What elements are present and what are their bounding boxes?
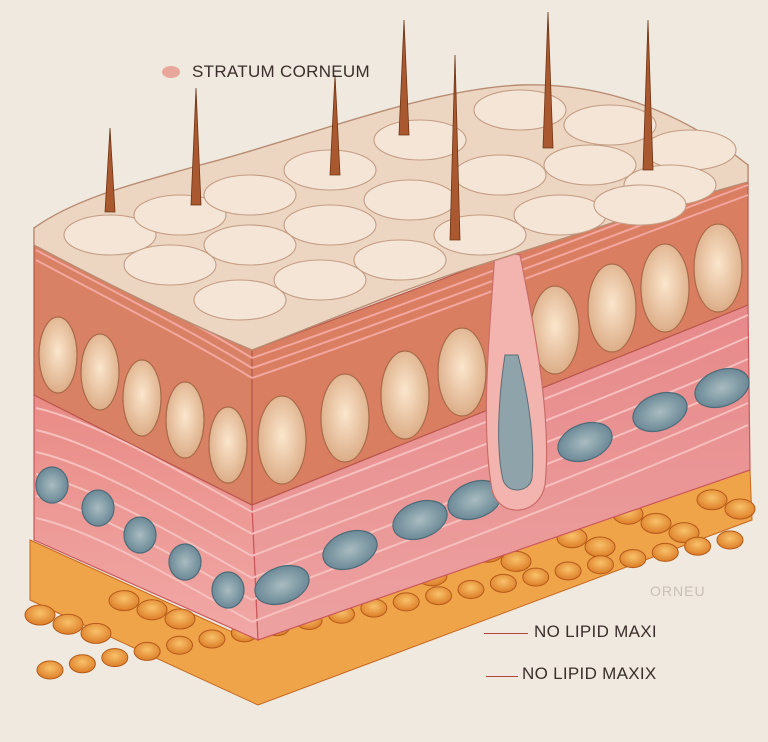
fiber-line <box>251 424 749 623</box>
corneocyte-scale <box>513 194 607 236</box>
hair-shaft <box>398 19 410 136</box>
fiber-line <box>35 451 253 557</box>
hair-shaft <box>449 54 461 241</box>
hair-shaft <box>104 127 116 213</box>
hair-shafts <box>104 11 654 241</box>
fat-cell <box>52 613 84 635</box>
corneocyte-scale <box>123 244 217 286</box>
fat-cell <box>164 608 196 630</box>
fat-cell <box>522 567 550 587</box>
fat-cell <box>584 536 616 558</box>
epidermal-cell <box>320 373 370 463</box>
fat-cell <box>68 654 96 674</box>
fat-cell <box>136 599 168 621</box>
vessel <box>211 571 245 609</box>
epidermal-cell <box>38 316 78 394</box>
corneocyte-scale <box>133 194 227 236</box>
fat-cell <box>133 641 161 661</box>
corneocyte-scale <box>543 144 637 186</box>
epidermal-cell <box>380 350 430 440</box>
fiber-line <box>35 259 253 379</box>
hair-shaft <box>329 74 341 176</box>
fat-cell <box>668 522 700 544</box>
corneocyte-scale <box>373 119 467 161</box>
label-marker-dot <box>162 66 180 78</box>
fat-cell <box>586 555 614 575</box>
vessel <box>694 367 750 409</box>
vessel <box>123 516 157 554</box>
fat-cell <box>36 660 64 680</box>
vessel <box>81 489 115 527</box>
corneocyte-scale <box>473 89 567 131</box>
corneocyte-scale <box>203 224 297 266</box>
fat-cell <box>425 586 453 606</box>
vessel <box>254 564 310 606</box>
fiber-line <box>35 407 253 513</box>
stratum-corneum-label: STRATUM CORNEUM <box>192 62 370 81</box>
epidermal-cell <box>80 333 120 411</box>
fat-cell <box>696 489 728 511</box>
epidermal-cell <box>587 263 637 353</box>
corneocyte-scale <box>453 154 547 196</box>
vessel <box>35 466 69 504</box>
corneocyte-scale <box>433 214 527 256</box>
fat-cell <box>619 549 647 569</box>
corneocyte-scale <box>63 214 157 256</box>
faded-label: ORNEU <box>650 583 706 599</box>
fat-cell <box>554 561 582 581</box>
fat-cell <box>108 590 140 612</box>
epidermal-cell <box>437 327 487 417</box>
fiber-line <box>35 429 253 535</box>
corneocyte-scale <box>273 259 367 301</box>
epidermal-cell <box>693 223 743 313</box>
fat-cell <box>24 604 56 626</box>
fat-cell <box>80 622 112 644</box>
corneocyte-scale <box>563 104 657 146</box>
epidermal-cells <box>38 223 743 485</box>
vessel <box>322 529 378 571</box>
fat-cell <box>392 592 420 612</box>
leader-line <box>484 633 528 634</box>
hair-shaft <box>542 11 554 149</box>
fat-cell <box>101 648 129 668</box>
lipid-matrix-label-1: NO LIPID MAXI <box>534 622 657 641</box>
fat-cell <box>198 629 226 649</box>
fiber-line <box>35 249 253 369</box>
corneocyte-scale <box>363 179 457 221</box>
stratum-corneum-surface <box>33 84 749 351</box>
lipid-matrix-label-2: NO LIPID MAXIX <box>522 664 657 683</box>
hair-shaft <box>190 87 202 206</box>
vessel <box>392 499 448 541</box>
corneocyte-scale <box>203 174 297 216</box>
epidermal-cell <box>257 395 307 485</box>
vessel <box>557 421 613 463</box>
hair-follicle <box>485 249 548 511</box>
corneocyte-scale <box>283 204 377 246</box>
fat-cell <box>724 498 756 520</box>
corneocyte-scale <box>353 239 447 281</box>
fat-cell <box>640 512 672 534</box>
fat-cell <box>166 635 194 655</box>
dermal-vessels <box>35 367 750 609</box>
epidermal-cell <box>122 359 162 437</box>
epidermal-cell <box>640 243 690 333</box>
corneocyte-scale <box>643 129 737 171</box>
vessel <box>168 543 202 581</box>
fat-cell <box>684 536 712 556</box>
fat-cell <box>457 580 485 600</box>
fat-cell <box>489 573 517 593</box>
corneocyte-scale <box>593 184 687 226</box>
hair-shaft <box>642 19 654 171</box>
epidermal-cell <box>165 381 205 459</box>
vessel <box>632 391 688 433</box>
corneocyte-scale <box>193 279 287 321</box>
fat-cell <box>651 542 679 562</box>
epidermal-cell <box>208 406 248 484</box>
leader-line <box>486 676 518 677</box>
fat-cell <box>716 530 744 550</box>
